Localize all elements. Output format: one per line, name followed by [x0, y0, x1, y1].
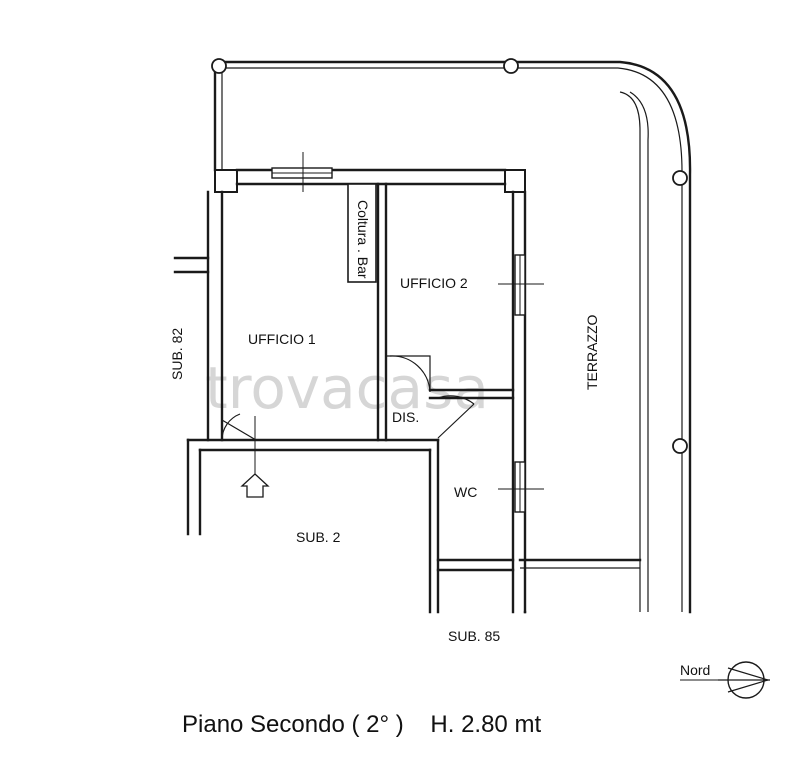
north-arrow-icon: Nord	[680, 661, 771, 699]
label-coltura: Coltura . Bar	[355, 200, 371, 279]
label-terrazzo: TERRAZZO	[584, 314, 600, 390]
window-icon	[498, 254, 544, 316]
terrace-railing	[211, 58, 692, 614]
door-swing-icon	[221, 413, 257, 441]
door-swing-icon	[437, 395, 475, 439]
column-marker	[672, 438, 688, 454]
watermark: trovacasa	[205, 354, 489, 422]
window-icon	[498, 461, 544, 513]
label-sub-82: SUB. 82	[169, 328, 185, 380]
bar-niche: Coltura . Bar	[347, 183, 377, 283]
column-marker	[211, 58, 227, 74]
label-wc: WC	[454, 484, 477, 500]
building-walls	[173, 168, 527, 614]
column-marker	[503, 58, 519, 74]
column-marker	[672, 170, 688, 186]
label-nord: Nord	[680, 662, 710, 678]
window-icon	[271, 152, 333, 192]
label-dis: DIS.	[392, 409, 419, 425]
label-sub-2: SUB. 2	[296, 529, 341, 545]
label-ufficio-1: UFFICIO 1	[248, 331, 316, 347]
entrance-arrow-icon	[240, 416, 270, 498]
label-ufficio-2: UFFICIO 2	[400, 275, 468, 291]
label-sub-85: SUB. 85	[448, 628, 500, 644]
terrace-area	[518, 91, 649, 612]
door-swing-icon	[386, 355, 431, 393]
plan-title: Piano Secondo ( 2° ) H. 2.80 mt	[182, 711, 541, 738]
